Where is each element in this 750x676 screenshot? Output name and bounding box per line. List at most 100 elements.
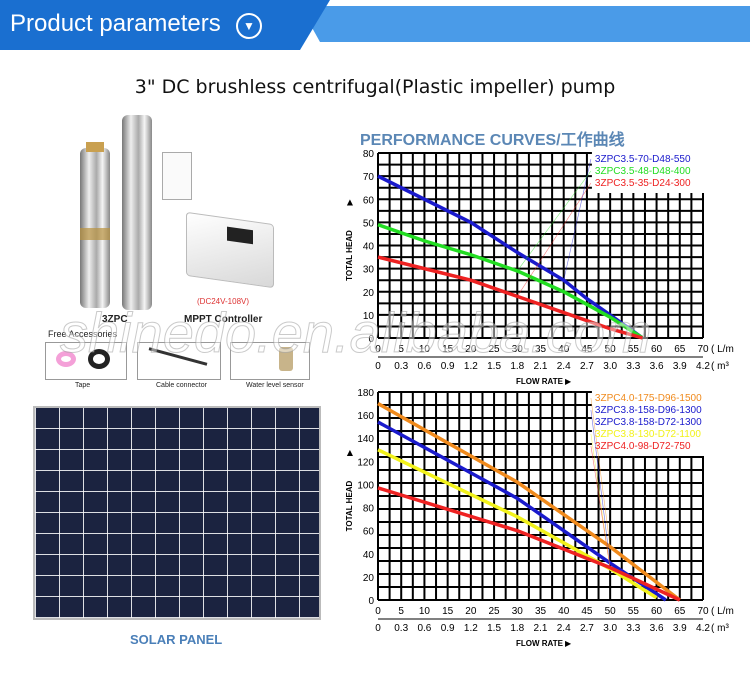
x-tick-label: 20 bbox=[465, 344, 477, 355]
y-tick-label: 180 bbox=[357, 388, 374, 399]
solar-panel-label: SOLAR PANEL bbox=[130, 632, 223, 647]
x2-tick-label: 1.8 bbox=[510, 623, 524, 634]
y-tick-label: 20 bbox=[363, 573, 375, 584]
controller-label: MPPT Controller bbox=[184, 314, 263, 325]
x2-tick-label: 2.1 bbox=[534, 361, 548, 372]
x-tick-label: 70 bbox=[697, 606, 709, 617]
x-unit-label: ( L/m bbox=[711, 344, 734, 355]
legend-entry: 3ZPC3.5-70-D48-550 bbox=[595, 154, 691, 165]
y-axis-title: TOTAL HEAD bbox=[345, 230, 354, 281]
y-tick-label: 40 bbox=[363, 550, 375, 561]
y-tick-label: 0 bbox=[368, 334, 374, 345]
y-tick-label: 10 bbox=[363, 311, 375, 322]
series-line bbox=[377, 402, 681, 602]
y-tick-label: 100 bbox=[357, 480, 374, 491]
controller-image bbox=[186, 211, 274, 289]
x2-tick-label: 3.3 bbox=[626, 623, 640, 634]
performance-chart-1: 3ZPC3.5-70-D48-5503ZPC3.5-48-D48-4003ZPC… bbox=[345, 149, 734, 386]
x-tick-label: 40 bbox=[558, 344, 570, 355]
x-tick-label: 40 bbox=[558, 606, 570, 617]
x-axis-arrow-icon: ▶ bbox=[565, 377, 572, 386]
x2-tick-label: 1.2 bbox=[464, 623, 478, 634]
x-tick-label: 55 bbox=[628, 344, 640, 355]
y-tick-label: 120 bbox=[357, 457, 374, 468]
x2-tick-label: 0.9 bbox=[441, 361, 455, 372]
pump-image-2 bbox=[122, 115, 152, 310]
accessory-label: Tape bbox=[75, 382, 91, 389]
x2-tick-label: 3.3 bbox=[626, 361, 640, 372]
x-tick-label: 5 bbox=[398, 344, 404, 355]
x-tick-label: 50 bbox=[605, 344, 617, 355]
x-tick-label: 50 bbox=[605, 606, 617, 617]
x-tick-label: 65 bbox=[674, 606, 686, 617]
header-title: Product parameters bbox=[10, 10, 221, 37]
x-axis-title: FLOW RATE bbox=[516, 639, 564, 648]
accessory-label: Water level sensor bbox=[246, 382, 304, 389]
y-tick-label: 40 bbox=[363, 242, 375, 253]
accessory-sensor-image bbox=[230, 342, 310, 380]
x2-tick-label: 3.6 bbox=[650, 361, 664, 372]
legend-box bbox=[591, 151, 705, 193]
x2-tick-label: 1.5 bbox=[487, 623, 501, 634]
x-tick-label: 0 bbox=[375, 344, 381, 355]
legend-leader-line bbox=[590, 409, 611, 564]
x-axis-arrow-icon: ▶ bbox=[565, 639, 572, 648]
x-tick-label: 65 bbox=[674, 344, 686, 355]
x2-tick-label: 0.3 bbox=[394, 623, 408, 634]
y-tick-label: 140 bbox=[357, 434, 374, 445]
legend-leader-line bbox=[590, 445, 611, 568]
x-tick-label: 30 bbox=[512, 344, 524, 355]
y-tick-label: 160 bbox=[357, 411, 374, 422]
legend-entry: 3ZPC4.0-98-D72-750 bbox=[595, 441, 691, 452]
performance-chart-2: 3ZPC4.0-175-D96-15003ZPC3.8-158-D96-1300… bbox=[345, 388, 734, 648]
x-tick-label: 15 bbox=[442, 606, 454, 617]
x-tick-label: 70 bbox=[697, 344, 709, 355]
y-axis-arrow-icon: ▶ bbox=[345, 449, 354, 456]
x-tick-label: 10 bbox=[419, 344, 431, 355]
legend-leader-line bbox=[517, 170, 592, 272]
x-tick-label: 25 bbox=[489, 344, 501, 355]
x-unit-label: ( L/m bbox=[711, 606, 734, 617]
x2-tick-label: 1.5 bbox=[487, 361, 501, 372]
x2-tick-label: 0.9 bbox=[441, 623, 455, 634]
pump-label: 3ZPC bbox=[102, 314, 128, 325]
x2-tick-label: 2.4 bbox=[557, 361, 571, 372]
pump-band bbox=[80, 228, 110, 240]
x2-tick-label: 0.6 bbox=[417, 361, 431, 372]
x2-tick-label: 0 bbox=[375, 623, 381, 634]
y-axis-arrow-icon: ▶ bbox=[345, 199, 354, 206]
x2-tick-label: 3.0 bbox=[603, 361, 617, 372]
series-line bbox=[377, 174, 644, 340]
controller-voltage: (DC24V-108V) bbox=[197, 297, 250, 306]
pump-outlet bbox=[86, 142, 104, 152]
legend-entry: 3ZPC3.5-48-D48-400 bbox=[595, 166, 691, 177]
x2-tick-label: 3.9 bbox=[673, 361, 687, 372]
y-tick-label: 80 bbox=[363, 504, 375, 515]
x2-tick-label: 0 bbox=[375, 361, 381, 372]
y-tick-label: 80 bbox=[363, 149, 375, 160]
x2-tick-label: 3.0 bbox=[603, 623, 617, 634]
y-tick-label: 60 bbox=[363, 195, 375, 206]
legend-leader-line bbox=[590, 397, 611, 547]
main-title: 3" DC brushless centrifugal(Plastic impe… bbox=[134, 76, 616, 98]
x-tick-label: 0 bbox=[375, 606, 381, 617]
x2-unit-label: ( m³ bbox=[711, 361, 729, 372]
x2-tick-label: 0.6 bbox=[417, 623, 431, 634]
y-tick-label: 0 bbox=[368, 596, 374, 607]
x-tick-label: 10 bbox=[419, 606, 431, 617]
legend-leader-line bbox=[517, 182, 592, 297]
impeller-detail-image bbox=[162, 152, 192, 200]
accessory-tape-image bbox=[45, 342, 127, 380]
x-tick-label: 55 bbox=[628, 606, 640, 617]
accessory-cable-image bbox=[137, 342, 221, 380]
y-tick-label: 20 bbox=[363, 288, 375, 299]
series-line bbox=[377, 223, 644, 340]
x2-tick-label: 4.2 bbox=[696, 623, 710, 634]
legend-entry: 3ZPC3.8-130-D72-1100 bbox=[595, 429, 701, 440]
x-tick-label: 25 bbox=[489, 606, 501, 617]
x2-tick-label: 0.3 bbox=[394, 361, 408, 372]
x2-unit-label: ( m³ bbox=[711, 623, 729, 634]
x2-tick-label: 2.7 bbox=[580, 361, 594, 372]
y-tick-label: 30 bbox=[363, 265, 375, 276]
